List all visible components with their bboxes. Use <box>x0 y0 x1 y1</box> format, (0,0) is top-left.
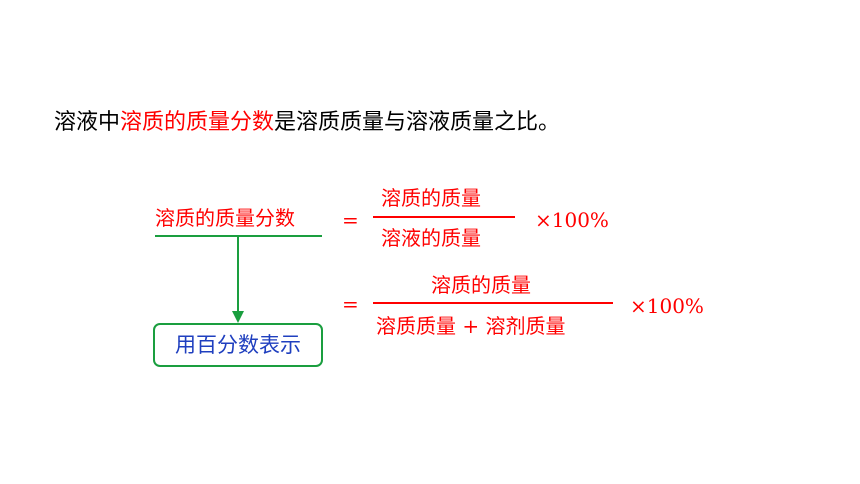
definition-sentence: 溶液中溶质的质量分数是溶质质量与溶液质量之比。 <box>54 107 560 139</box>
row1-fraction-bar <box>373 216 515 218</box>
row2-plus-sign: + <box>462 314 480 338</box>
arrow-head-icon <box>232 311 244 323</box>
row2-numerator: 溶质的质量 <box>431 273 531 297</box>
row2-denominator-left: 溶质质量 <box>376 314 456 338</box>
definition-highlight: 溶质的质量分数 <box>120 110 275 135</box>
definition-suffix: 是溶质质量与溶液质量之比。 <box>274 110 561 135</box>
row2-denominator-right: 溶剂质量 <box>485 314 566 338</box>
definition-prefix: 溶液中 <box>54 110 121 135</box>
row2-denominator: 溶质质量 + 溶剂质量 <box>376 312 565 340</box>
row1-numerator: 溶质的质量 <box>381 186 481 210</box>
percentage-note-label: 用百分数表示 <box>175 333 301 357</box>
row2-factor: ×100% <box>630 294 704 318</box>
row2-fraction-bar <box>373 302 613 304</box>
lhs-underline <box>155 235 322 237</box>
arrow-shaft <box>237 237 239 313</box>
row1-denominator: 溶液的质量 <box>381 226 481 250</box>
row1-factor: ×100% <box>535 208 609 232</box>
equals-sign-2: = <box>342 292 359 316</box>
formula-lhs: 溶质的质量分数 <box>155 206 295 230</box>
percentage-note-box: 用百分数表示 <box>153 323 323 367</box>
equals-sign-1: = <box>342 208 359 232</box>
